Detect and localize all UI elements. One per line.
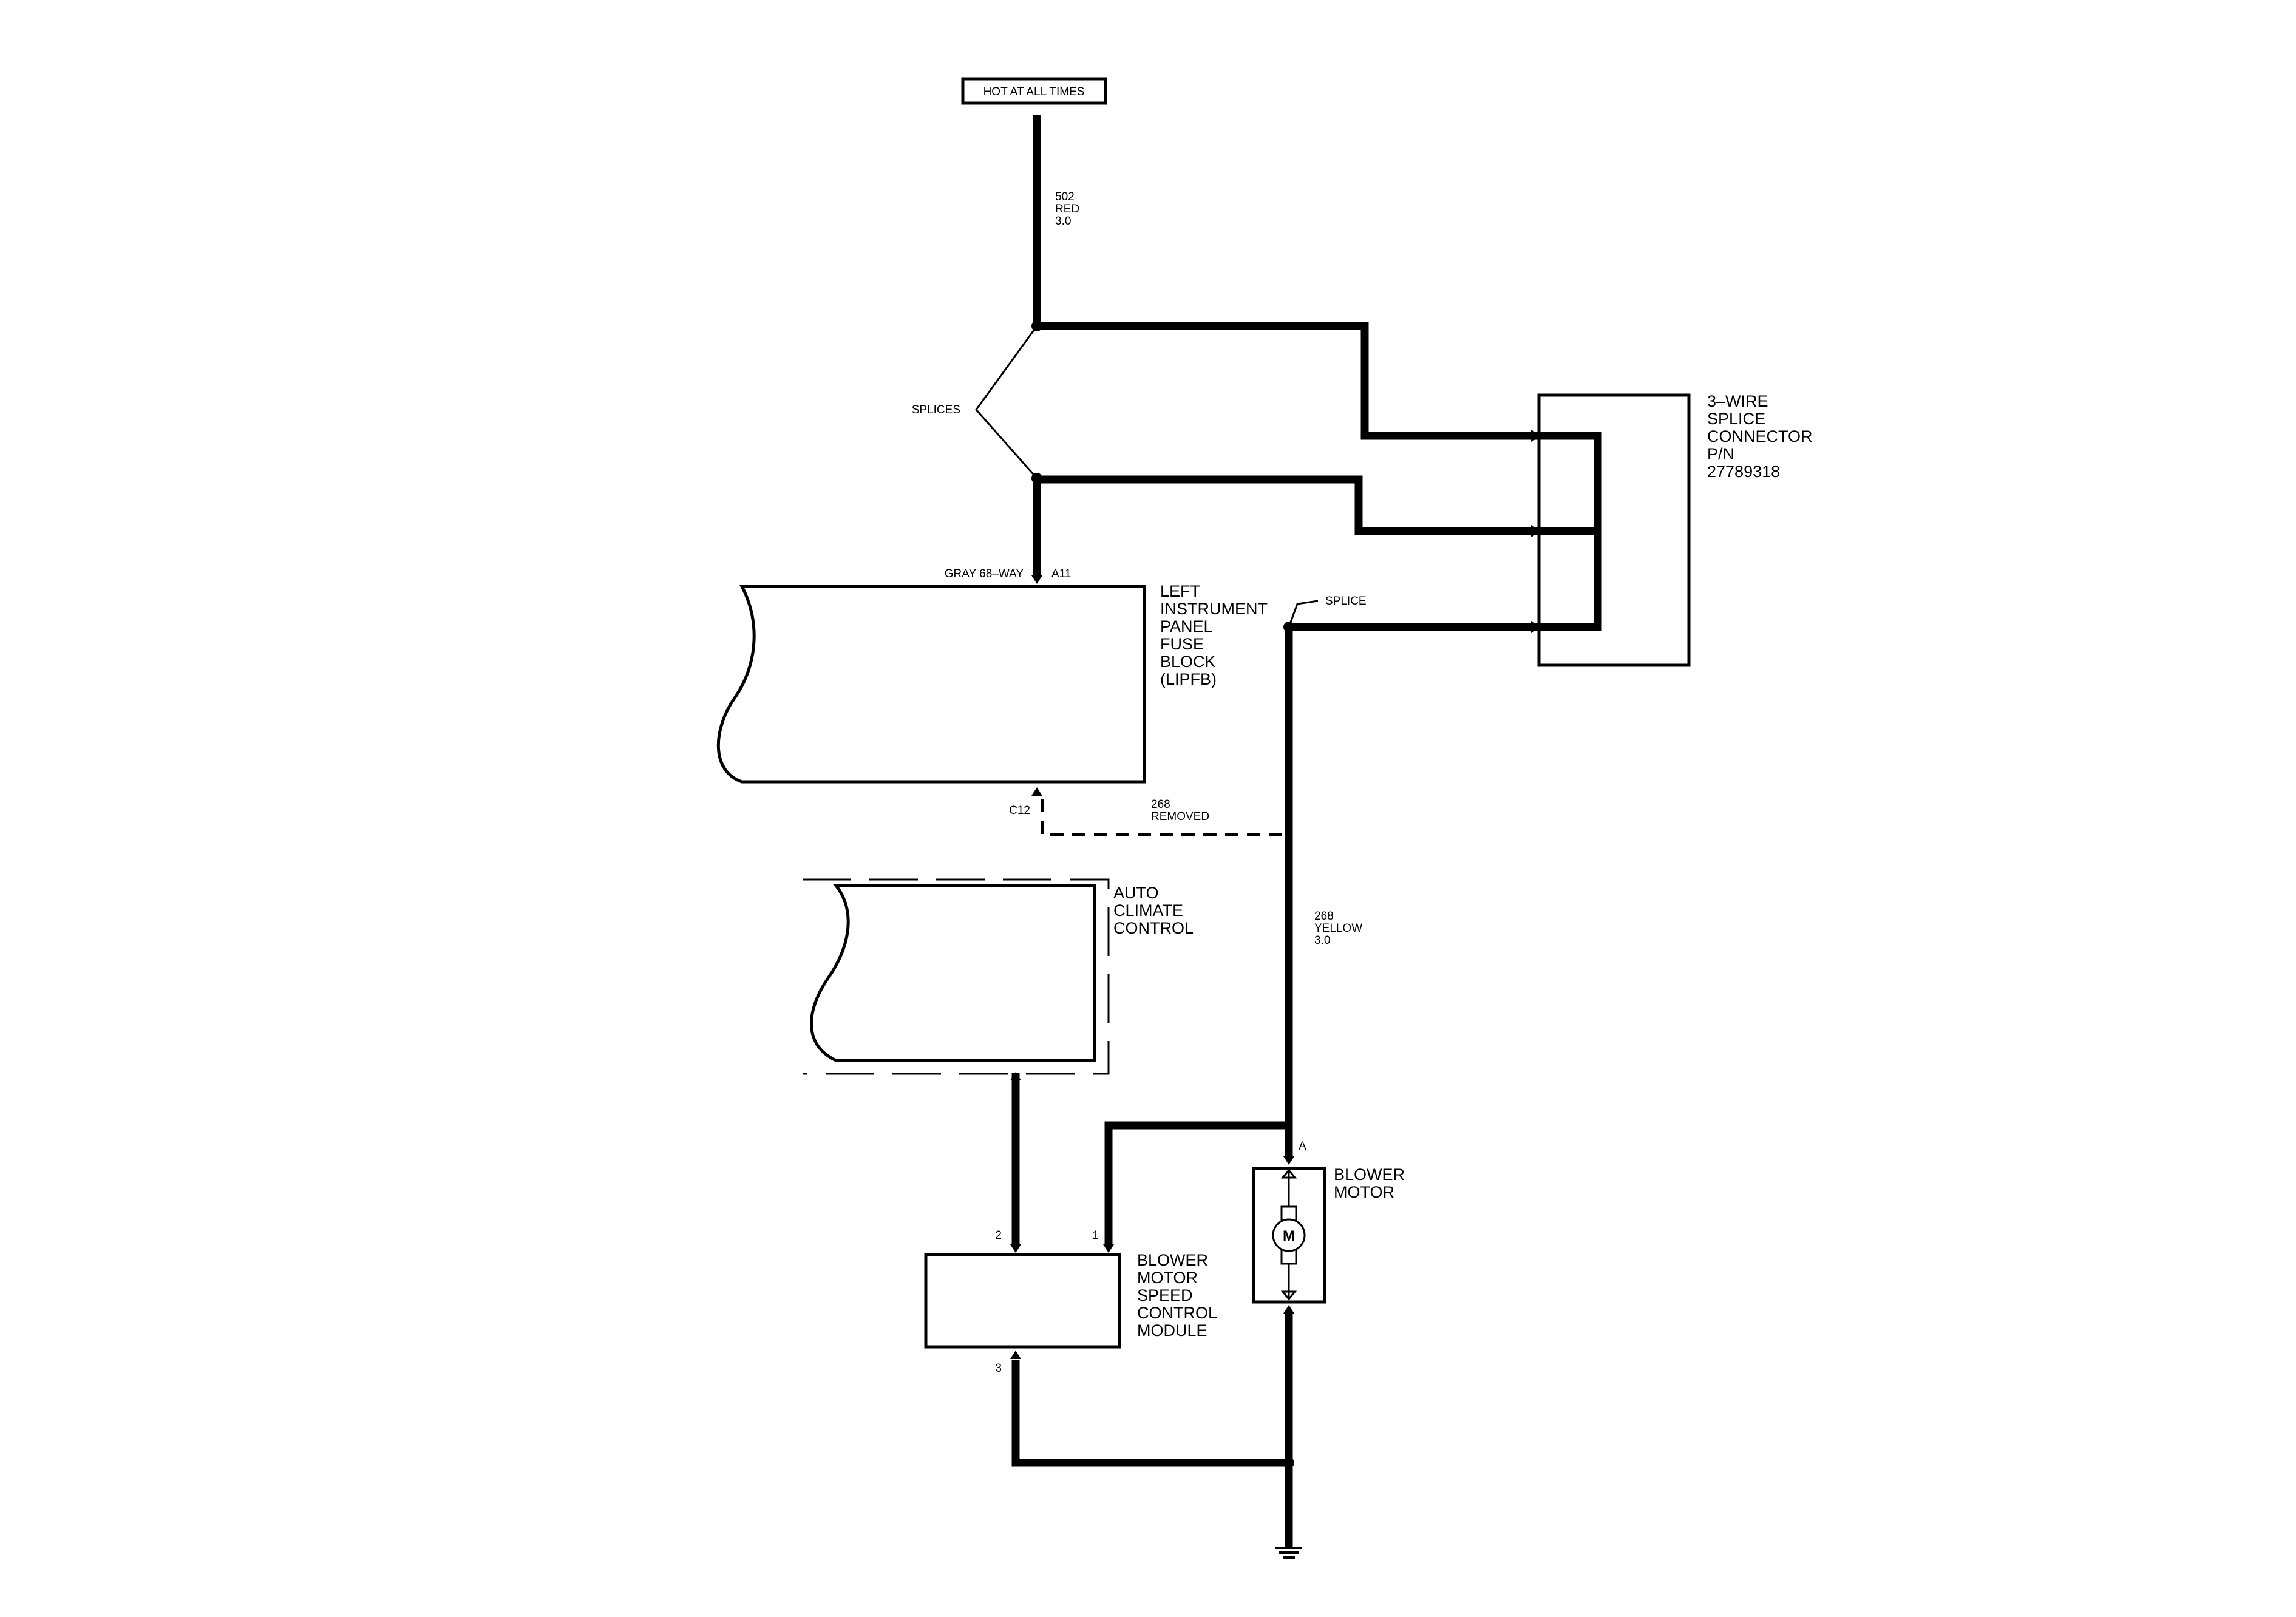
motor-icon: M: [1272, 1168, 1306, 1301]
climate-control-name: AUTO CLIMATE CONTROL: [1113, 884, 1194, 937]
climate-control-body: [810, 884, 1096, 1062]
wire-268-yellow-gauge: 3.0: [1314, 934, 1330, 947]
climate-control-name-line: CONTROL: [1113, 919, 1194, 937]
splice-dot-ground: [1283, 1457, 1294, 1468]
connector-arrow-icon: [1031, 575, 1042, 584]
splice-label: SPLICE: [1325, 595, 1367, 608]
wire-268-removed: [1041, 799, 1285, 836]
connector-arrow-icon: [1531, 525, 1542, 537]
fuse-block-connector: GRAY 68–WAY: [945, 568, 1024, 580]
fuse-block-name-line: FUSE: [1160, 635, 1204, 653]
speed-module-pin-3: 3: [995, 1362, 1002, 1375]
connector-arrow-icon: [1031, 787, 1042, 796]
speed-module-name-line: BLOWER: [1137, 1251, 1208, 1269]
fuse-block-name-line: BLOCK: [1160, 653, 1216, 671]
connector-arrow-icon: [1531, 430, 1542, 442]
wire-502-label: 502 RED 3.0: [1055, 191, 1079, 228]
blower-motor-name-line: MOTOR: [1334, 1183, 1394, 1201]
speed-module-pin-2: 2: [995, 1229, 1002, 1242]
splice-connector-name-line: P/N: [1707, 445, 1734, 463]
connector-arrow-icon: [1010, 1244, 1021, 1253]
connector-arrow-icon: [1010, 1072, 1021, 1080]
fuse-block-pin-a11: A11: [1051, 568, 1071, 580]
blower-motor-name-line: BLOWER: [1334, 1165, 1405, 1184]
wire-502-circuit: 502: [1055, 191, 1075, 203]
blower-motor-pin-a: A: [1299, 1140, 1306, 1153]
fuse-block-name-line: (LIPFB): [1160, 670, 1217, 688]
climate-control-name-line: CLIMATE: [1113, 901, 1183, 920]
fuse-block-name-line: PANEL: [1160, 617, 1213, 636]
blower-motor: M BLOWER MOTOR: [1252, 1156, 1405, 1304]
wire-268-removed-label: 268 REMOVED: [1151, 798, 1209, 823]
wire-upper-branch: [1033, 322, 1536, 440]
splice-connector-name-line: 27789318: [1707, 463, 1780, 481]
blower-motor-name: BLOWER MOTOR: [1334, 1165, 1405, 1201]
fuse-block: GRAY 68–WAY A11 C12 LEFT INSTRUMENT PANE…: [716, 568, 1268, 817]
wire-module-to-ground: [1011, 1360, 1292, 1467]
speed-module-name-line: CONTROL: [1137, 1304, 1217, 1322]
speed-module-box: [924, 1253, 1121, 1349]
connector-arrow-icon: [1283, 1156, 1294, 1165]
splice-connector: 3–WIRE SPLICE CONNECTOR P/N 27789318: [1531, 392, 1813, 667]
wire-268-yellow-label: 268 YELLOW 3.0: [1314, 910, 1362, 947]
connector-arrow-icon: [1010, 1351, 1021, 1359]
fuse-block-name-line: LEFT: [1160, 582, 1200, 600]
fuse-block-body: [716, 585, 1146, 784]
speed-module-name: BLOWER MOTOR SPEED CONTROL MODULE: [1137, 1251, 1217, 1340]
wire-502-gauge: 3.0: [1055, 215, 1071, 228]
wire-268-yellow: [1285, 623, 1536, 1156]
speed-module-name-line: MODULE: [1137, 1321, 1207, 1340]
splice-connector-name-line: 3–WIRE: [1707, 392, 1768, 410]
connector-arrow-icon: [1103, 1244, 1114, 1253]
speed-module: 2 1 3 BLOWER MOTOR SPEED CONTROL MODULE: [924, 1229, 1217, 1375]
wire-268-yellow-circuit: 268: [1314, 910, 1334, 923]
splice-connector-name: 3–WIRE SPLICE CONNECTOR P/N 27789318: [1707, 392, 1813, 481]
fuse-block-name: LEFT INSTRUMENT PANEL FUSE BLOCK (LIPFB): [1160, 582, 1268, 688]
wire-502-color: RED: [1055, 203, 1079, 215]
splices-callout: SPLICES: [912, 325, 1038, 479]
wire-lower-to-connector: [1033, 475, 1536, 535]
wire-268-yellow-color: YELLOW: [1314, 922, 1362, 935]
wire-module-to-motor: [1104, 1121, 1292, 1246]
speed-module-name-line: MOTOR: [1137, 1269, 1198, 1287]
climate-control: AUTO CLIMATE CONTROL: [803, 878, 1194, 1075]
fuse-block-pin-c12: C12: [1009, 804, 1030, 817]
climate-control-dashed-outline: [803, 878, 1110, 1075]
splice-connector-name-line: SPLICE: [1707, 410, 1765, 428]
power-source: HOT AT ALL TIMES: [961, 77, 1107, 105]
climate-control-name-line: AUTO: [1113, 884, 1159, 902]
ground-icon: [1275, 1547, 1302, 1559]
splices-label: SPLICES: [912, 404, 960, 416]
splice-callout: SPLICE: [1288, 595, 1367, 628]
wire-268-removed-circuit: 268: [1151, 798, 1170, 811]
wire-268-removed-status: REMOVED: [1151, 810, 1209, 823]
connector-arrow-icon: [1283, 1305, 1294, 1314]
motor-symbol: M: [1283, 1228, 1295, 1244]
fuse-block-name-line: INSTRUMENT: [1160, 600, 1268, 618]
power-source-label: HOT AT ALL TIMES: [983, 86, 1085, 98]
speed-module-name-line: SPEED: [1137, 1286, 1193, 1304]
speed-module-pin-1: 1: [1092, 1229, 1099, 1242]
splice-connector-name-line: CONNECTOR: [1707, 427, 1813, 446]
